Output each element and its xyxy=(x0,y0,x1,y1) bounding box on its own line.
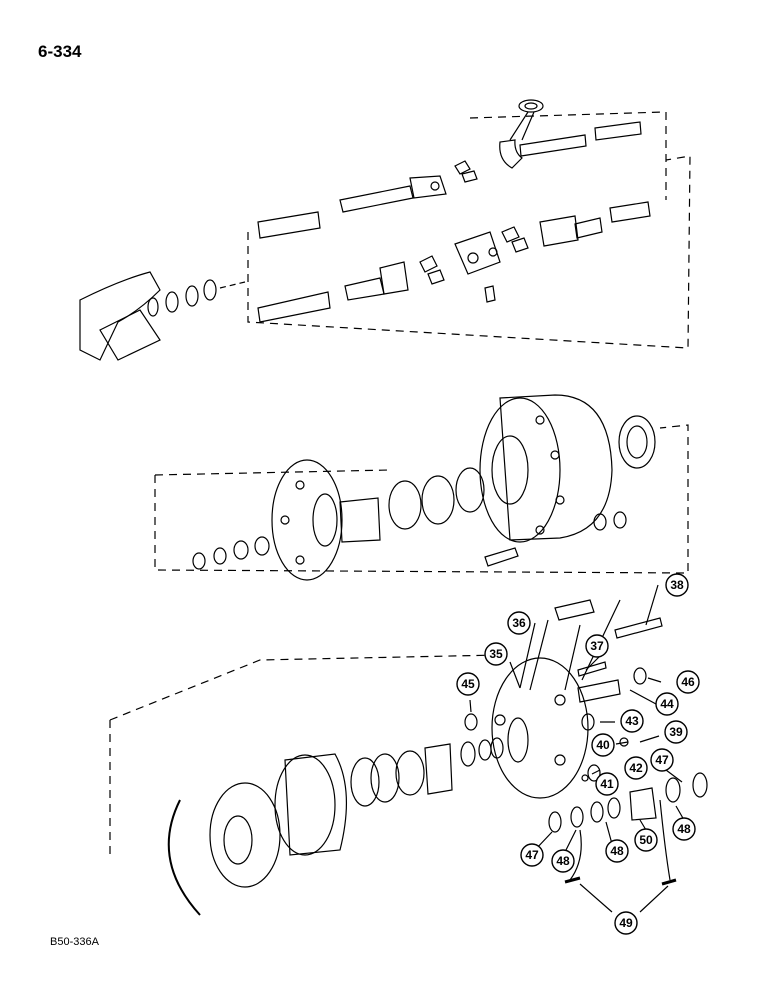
figure-code: B50-336A xyxy=(50,936,99,948)
planetary-assembly xyxy=(109,584,708,916)
callout-45: 45 xyxy=(456,672,480,696)
callout-44-label: 44 xyxy=(660,697,674,711)
page-number: 6-334 xyxy=(38,42,82,61)
callout-44: 44 xyxy=(655,692,679,716)
callout-47-right-label: 47 xyxy=(655,753,669,767)
callout-48-b-label: 48 xyxy=(610,844,624,858)
callout-42-label: 42 xyxy=(629,761,643,775)
callout-38: 38 xyxy=(665,573,689,597)
callout-39-label: 39 xyxy=(669,725,683,739)
callout-43: 43 xyxy=(620,709,644,733)
callout-49-label: 49 xyxy=(619,916,633,930)
callout-49: 49 xyxy=(614,911,638,935)
callout-35: 35 xyxy=(484,642,508,666)
callout-37-label: 37 xyxy=(590,639,604,653)
callout-36: 36 xyxy=(507,611,531,635)
callout-43-label: 43 xyxy=(625,714,639,728)
hub-assembly xyxy=(154,394,689,581)
callout-50: 50 xyxy=(634,828,658,852)
callout-48-c: 48 xyxy=(672,817,696,841)
callout-38-label: 38 xyxy=(670,578,684,592)
callout-47-right: 47 xyxy=(650,748,674,772)
callout-39: 39 xyxy=(664,720,688,744)
callout-47-left-label: 47 xyxy=(525,848,539,862)
callout-41-label: 41 xyxy=(600,777,614,791)
callout-35-label: 35 xyxy=(489,647,503,661)
callout-46-label: 46 xyxy=(681,675,695,689)
callout-46: 46 xyxy=(676,670,700,694)
callout-48-c-label: 48 xyxy=(677,822,691,836)
callout-37: 37 xyxy=(585,634,609,658)
callout-48-b: 48 xyxy=(605,839,629,863)
callout-47-left: 47 xyxy=(520,843,544,867)
callout-48-a: 48 xyxy=(551,849,575,873)
callout-40-label: 40 xyxy=(596,738,610,752)
callout-42: 42 xyxy=(624,756,648,780)
callout-45-label: 45 xyxy=(461,677,475,691)
callout-50-label: 50 xyxy=(639,833,653,847)
callout-41: 41 xyxy=(595,772,619,796)
callout-36-label: 36 xyxy=(512,616,526,630)
driveshaft-assembly xyxy=(79,99,691,361)
callout-labels: 35 36 37 38 39 40 41 42 43 44 45 46 47 4… xyxy=(456,573,700,935)
callout-48-a-label: 48 xyxy=(556,854,570,868)
callout-40: 40 xyxy=(591,733,615,757)
